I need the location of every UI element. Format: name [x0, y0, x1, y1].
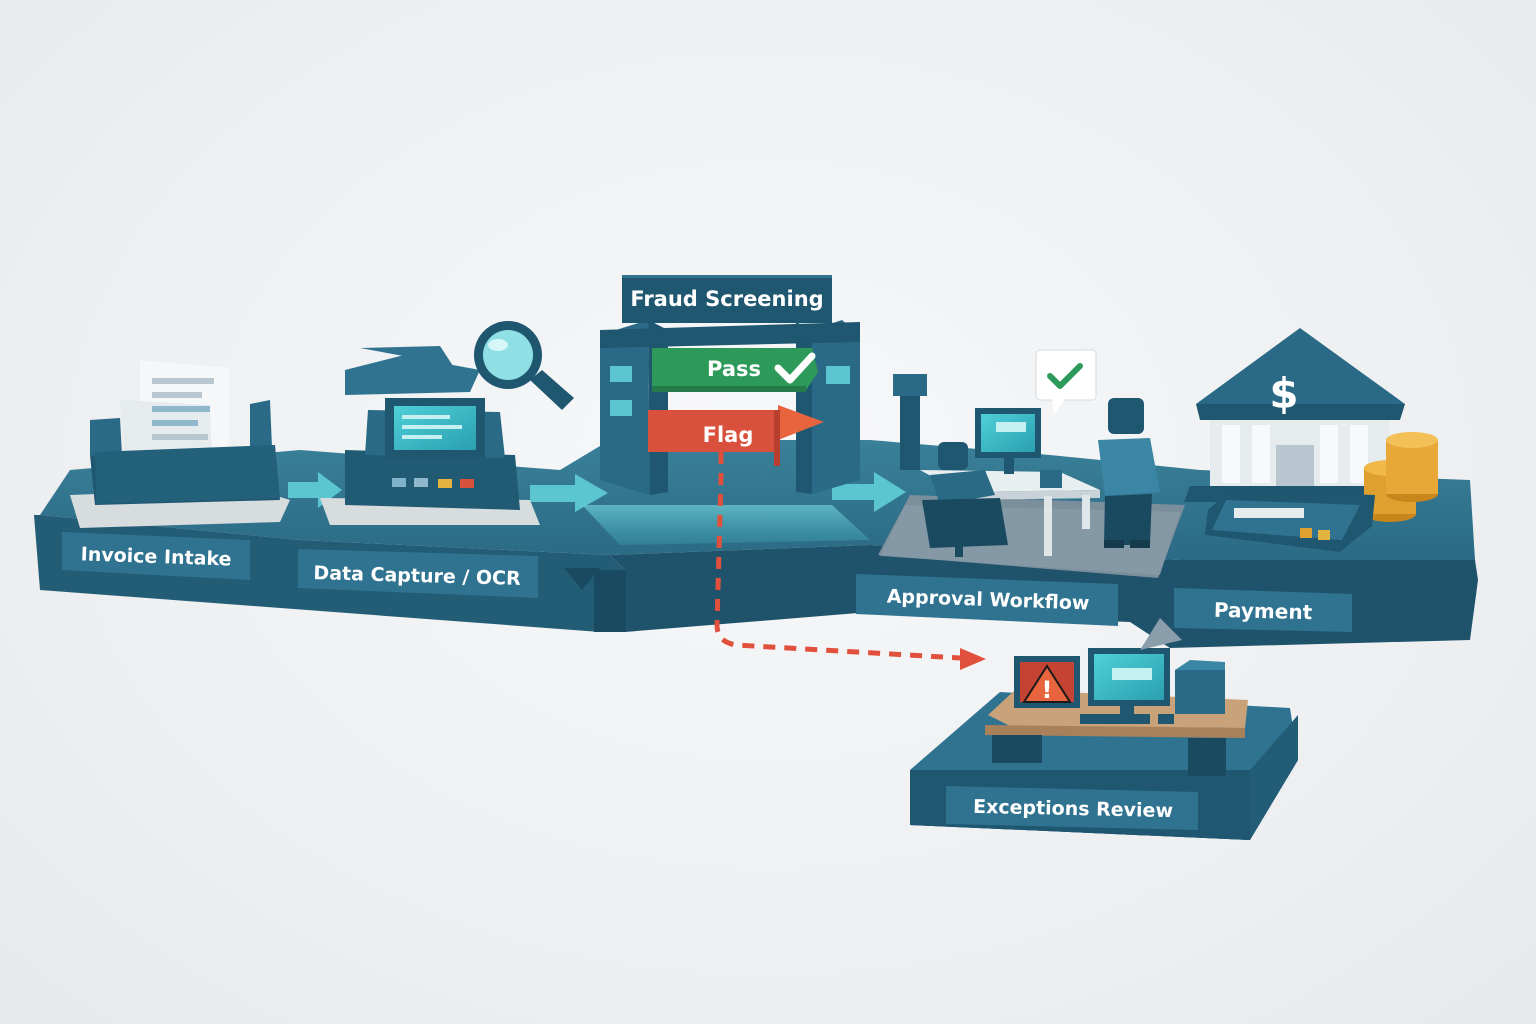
fraud-screening-gate: Fraud Screening Pass Flag	[582, 275, 870, 545]
stage-label-exceptions-review: Exceptions Review	[973, 796, 1173, 822]
warning-symbol: !	[1042, 676, 1053, 704]
fraud-screening-sign: Fraud Screening	[622, 275, 832, 323]
payment-station: $	[1184, 328, 1438, 552]
approval-workflow-station	[878, 349, 1185, 578]
seated-worker-figure	[922, 442, 1008, 557]
arrow-capture-to-screening	[530, 474, 608, 512]
pass-sign: Pass	[652, 348, 818, 392]
status-lights	[392, 478, 474, 488]
warning-icon: !	[1022, 664, 1072, 704]
exception-path-arrow	[714, 452, 986, 670]
magnifier-icon	[474, 321, 574, 410]
stage-label-plate-data-capture: Data Capture / OCR	[298, 549, 538, 598]
invoice-intake-station	[70, 360, 290, 528]
stage-label-plate-payment: Payment	[1174, 588, 1352, 632]
checkmark-icon	[774, 352, 816, 384]
stage-label-plate-exceptions-review: Exceptions Review	[946, 786, 1198, 830]
warning-monitor: !	[1014, 656, 1080, 708]
stage-label-invoice-intake: Invoice Intake	[80, 543, 232, 570]
payment-terminal-icon	[1205, 490, 1375, 552]
pass-label: Pass	[707, 357, 761, 381]
approval-monitor	[975, 408, 1041, 474]
stage-label-plate-approval-workflow: Approval Workflow	[856, 574, 1118, 626]
arrow-screening-to-approval	[832, 472, 906, 512]
stage-label-payment: Payment	[1214, 598, 1313, 625]
coins-icon	[1364, 432, 1438, 522]
flag-label: Flag	[703, 423, 754, 447]
bank-dollar-symbol: $	[1269, 369, 1298, 418]
stage-label-plate-invoice-intake: Invoice Intake	[62, 532, 250, 580]
approval-check-bubble-icon	[1035, 349, 1097, 414]
standing-worker-figure	[1098, 398, 1160, 548]
stage-label-fraud-screening: Fraud Screening	[630, 287, 823, 311]
flag-sign: Flag	[648, 405, 824, 466]
exceptions-return-arrow	[1140, 618, 1182, 650]
data-capture-station	[320, 321, 574, 525]
review-monitor	[1088, 648, 1170, 716]
